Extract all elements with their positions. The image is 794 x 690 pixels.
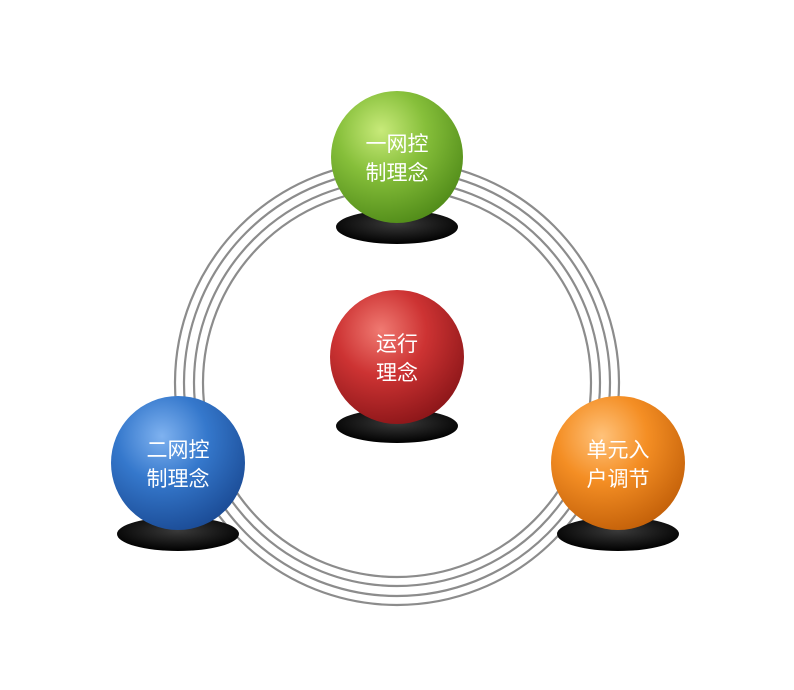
node-center: 运行 理念 (330, 290, 464, 443)
node-top-line2: 制理念 (366, 161, 429, 185)
node-center-ball (330, 290, 464, 424)
node-left-shadow (117, 517, 239, 551)
node-top: 一网控 制理念 (331, 91, 463, 244)
node-left-line1: 二网控 (147, 438, 210, 462)
node-center-line2: 理念 (376, 361, 418, 385)
node-right-line2: 户调节 (587, 467, 650, 491)
node-left-line2: 制理念 (147, 467, 210, 491)
node-top-ball (331, 91, 463, 223)
node-left-ball (111, 396, 245, 530)
node-center-line1: 运行 (376, 332, 418, 356)
node-top-line1: 一网控 (366, 132, 429, 156)
node-right-shadow (557, 517, 679, 551)
node-center-shadow (336, 409, 458, 443)
node-right-line1: 单元入 (587, 438, 650, 462)
node-right: 单元入 户调节 (551, 396, 685, 551)
node-top-shadow (336, 210, 458, 244)
node-right-ball (551, 396, 685, 530)
node-left: 二网控 制理念 (111, 396, 245, 551)
